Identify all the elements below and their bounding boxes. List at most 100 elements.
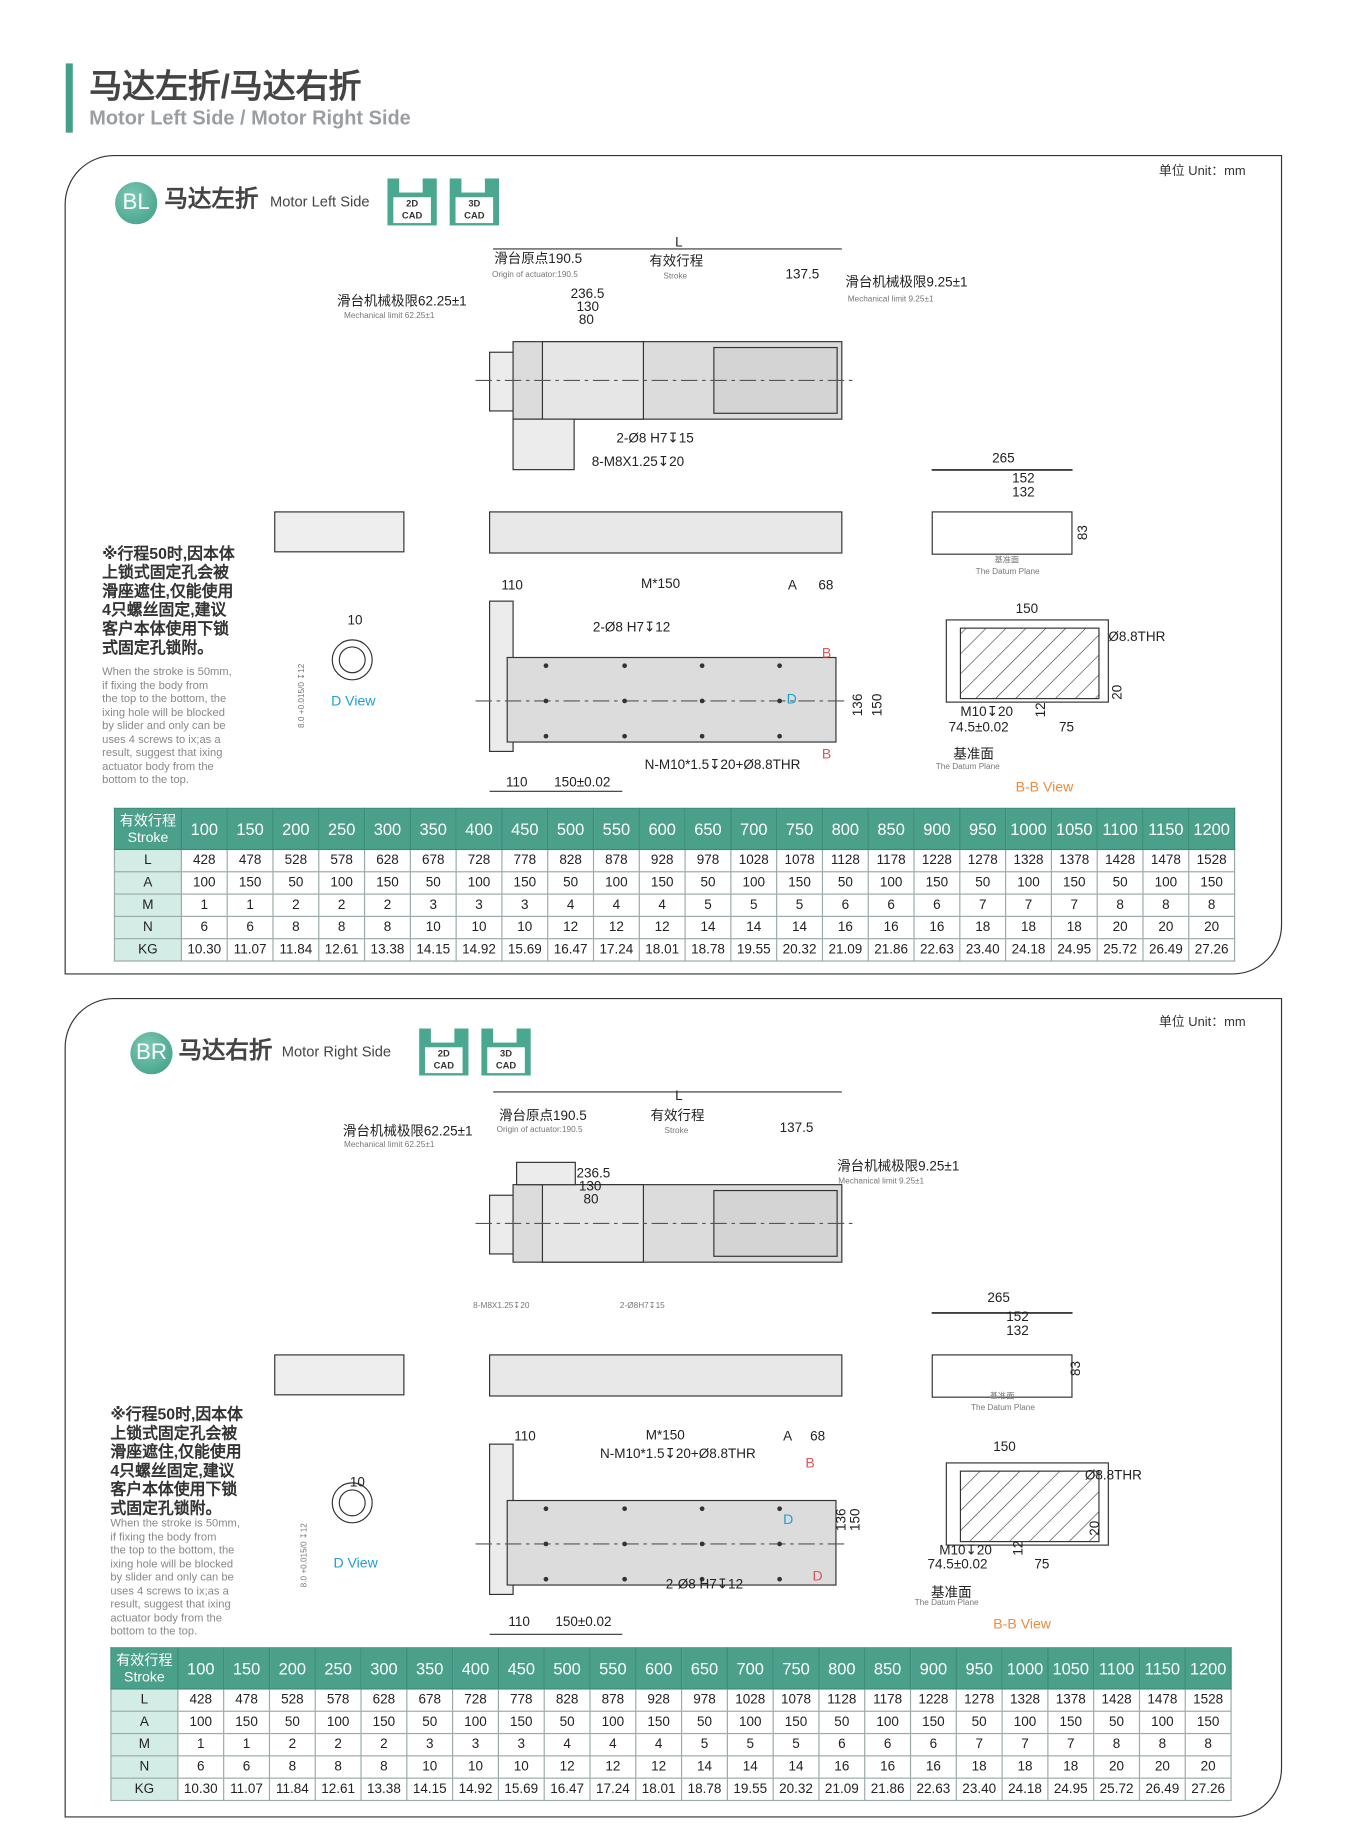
table-cell: 16 <box>913 915 961 940</box>
mounting-hole <box>622 1506 627 1512</box>
floppy-disk-icon <box>493 1028 517 1043</box>
cad-label-line1: 2D <box>406 198 419 209</box>
table-cell: 150 <box>360 1710 408 1735</box>
table-cell: 528 <box>272 848 320 873</box>
table-cell: 27.26 <box>1184 1777 1232 1802</box>
header-stroke-value: 150 <box>226 807 274 851</box>
mounting-hole <box>543 1541 549 1547</box>
table-cell: 19.55 <box>730 938 778 962</box>
table-cell: 17.24 <box>592 938 640 962</box>
section-subtitle: Motor Right Side <box>281 1043 392 1061</box>
dim-d83: 83 <box>1076 525 1091 541</box>
dim-tol: 8.0 +0.015/0 ↧12 <box>300 1523 309 1588</box>
header-stroke-value: 550 <box>592 807 640 851</box>
table-cell: 150 <box>772 1710 820 1735</box>
header-stroke-value: 150 <box>223 1647 271 1690</box>
table-cell: 628 <box>360 1688 408 1712</box>
mounting-hole <box>777 698 782 704</box>
table-cell: 1328 <box>1005 848 1052 873</box>
table-cell: 6 <box>180 915 228 940</box>
table-cell: 2 <box>272 893 320 917</box>
note-zh-line: ※行程50时,因本体 <box>102 544 235 563</box>
table-cell: 22.63 <box>909 1777 957 1802</box>
note-zh-line: 4只螺丝固定,建议 <box>102 601 227 619</box>
dim-m150: M*150 <box>645 1428 685 1443</box>
note-zh-line: 4只螺丝固定,建议 <box>110 1461 235 1480</box>
dim-d10: 10 <box>347 614 363 629</box>
table-cell: 100 <box>730 871 778 895</box>
table-cell: 10 <box>501 915 549 940</box>
table-cell: 728 <box>452 1688 499 1712</box>
table-cell: 10 <box>455 915 503 940</box>
table-cell: 14 <box>772 1755 820 1779</box>
table-cell: 678 <box>406 1688 454 1712</box>
table-cell: 878 <box>592 848 640 873</box>
dim-d75: 75 <box>1059 720 1075 735</box>
table-cell: 100 <box>867 871 915 895</box>
dim-m150: M*150 <box>641 577 681 592</box>
table-cell: 50 <box>272 871 320 895</box>
table-cell: 100 <box>452 1710 499 1735</box>
table-cell: 1328 <box>1001 1688 1049 1712</box>
mounting-hole <box>777 663 782 669</box>
header-stroke-value: 300 <box>363 807 411 851</box>
section-subtitle: Motor Left Side <box>270 193 370 211</box>
note-en-line: if fixing the body from <box>102 679 209 693</box>
table-cell: 14.15 <box>406 1777 454 1802</box>
mounting-hole <box>622 733 627 739</box>
table-cell: 1278 <box>959 848 1007 873</box>
table-cell: 1528 <box>1184 1688 1232 1712</box>
table-cell: 24.95 <box>1050 938 1098 962</box>
table-cell: 18.01 <box>638 938 686 962</box>
header-stroke-value: 1100 <box>1096 807 1144 851</box>
header-stroke-value: 450 <box>501 807 549 851</box>
table-cell: 21.86 <box>867 938 915 962</box>
header-stroke-value: 400 <box>455 807 503 851</box>
table-cell: 928 <box>635 1688 683 1712</box>
table-cell: 16 <box>864 1755 912 1779</box>
header-stroke-value: 1100 <box>1093 1647 1141 1690</box>
note-zh-line: 上锁式固定孔会被 <box>110 1424 238 1442</box>
cad-label-line2: CAD <box>433 1060 454 1071</box>
table-cell: 12 <box>592 915 640 940</box>
table-cell: 2 <box>268 1732 316 1757</box>
table-cell: 4 <box>592 893 640 917</box>
section-panel-bl <box>64 154 1283 975</box>
dim-pin12: 2-Ø8 H7↧12 <box>592 621 671 636</box>
table-cell: 26.49 <box>1138 1777 1186 1802</box>
section-title: 马达左折 <box>164 186 259 213</box>
table-cell: 14 <box>776 915 824 940</box>
row-label: N <box>113 915 182 940</box>
table-cell: 15.69 <box>501 938 549 962</box>
table-cell: 10.30 <box>177 1777 225 1802</box>
mounting-hole <box>699 733 705 739</box>
dim-thr: Ø8.8THR <box>1084 1468 1142 1483</box>
table-cell: 1178 <box>864 1688 912 1712</box>
dim-nm10: N-M10*1.5↧20+Ø8.8THR <box>599 1447 756 1462</box>
table-cell: 7 <box>1050 893 1098 917</box>
floppy-disk-icon <box>430 1028 455 1043</box>
dim-datum2-en: The Datum Plane <box>935 763 1000 772</box>
mounting-hole <box>699 663 705 669</box>
row-label: A <box>110 1710 179 1735</box>
motor-block <box>516 1161 576 1186</box>
table-cell: 1428 <box>1093 1688 1141 1712</box>
dim-tol: 8.0 +0.015/0 ↧12 <box>298 663 307 728</box>
table-cell: 12.61 <box>314 1777 362 1802</box>
header-stroke-value: 100 <box>177 1647 225 1690</box>
header-stroke-value: 1000 <box>1001 1647 1049 1690</box>
header-stroke-value: 950 <box>955 1647 1003 1690</box>
table-cell: 13.38 <box>363 938 411 962</box>
header-stroke-value: 750 <box>776 807 824 851</box>
table-cell: 50 <box>818 1710 866 1735</box>
table-cell: 5 <box>726 1732 774 1757</box>
header-stroke-value: 1200 <box>1188 807 1236 851</box>
table-cell: 12.61 <box>318 938 366 962</box>
